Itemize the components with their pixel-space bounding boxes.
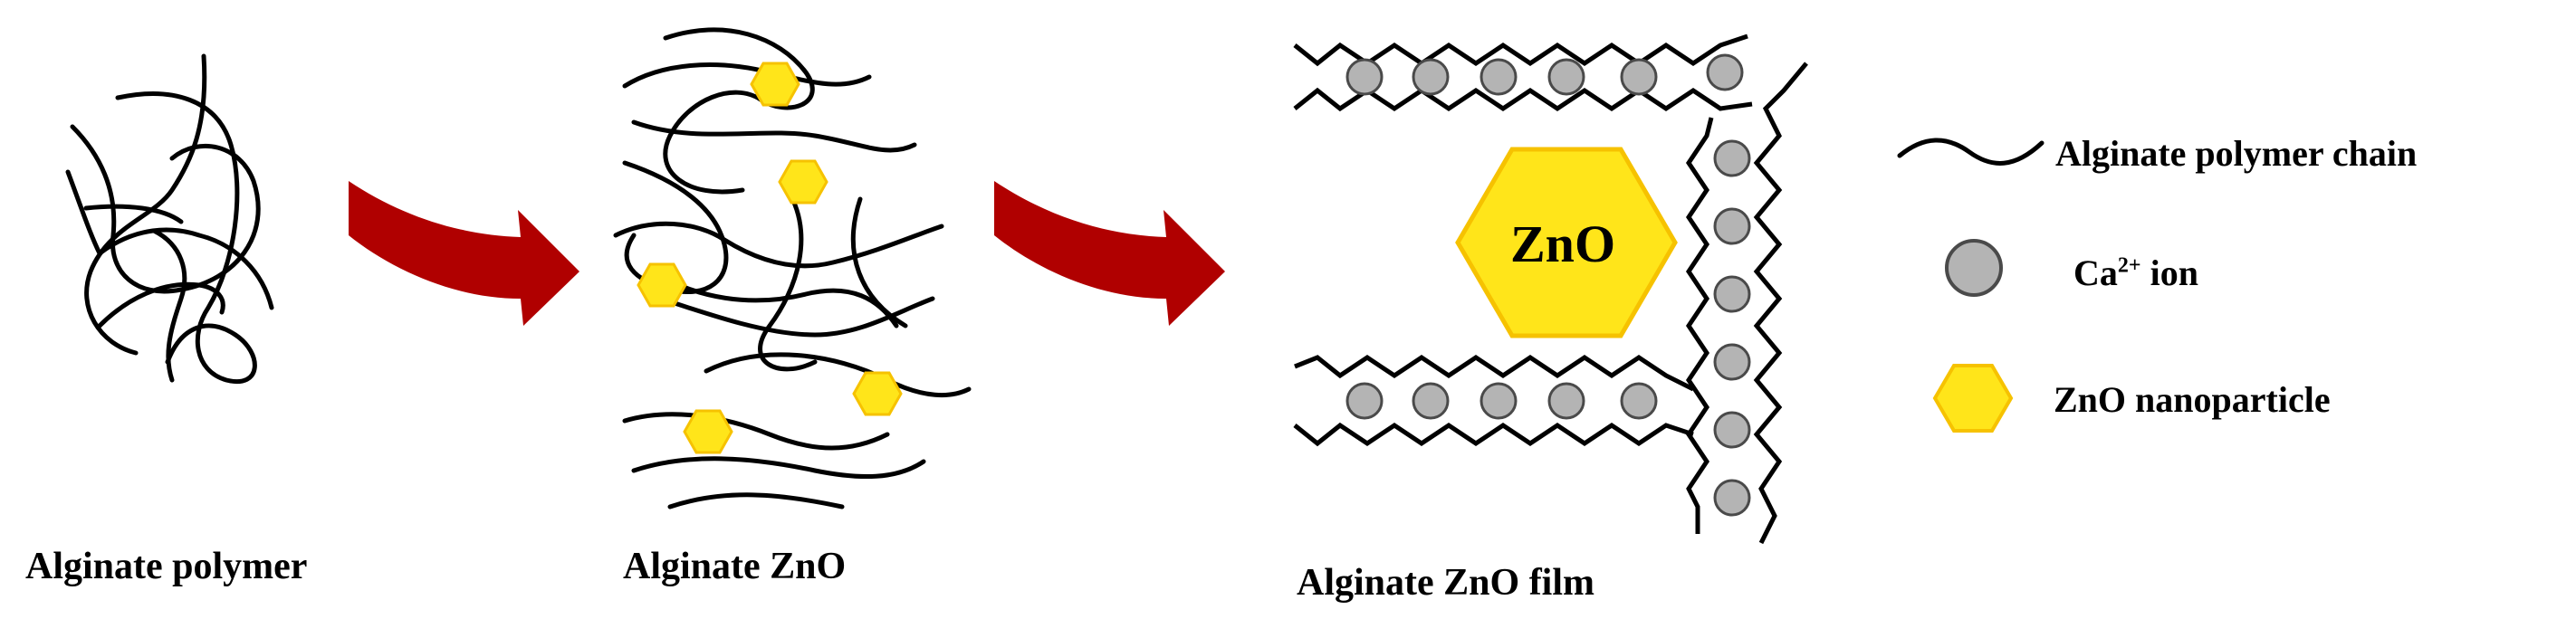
- curved-arrow-icon: [994, 181, 1225, 326]
- legend-nanoparticle-label: ZnO nanoparticle: [2054, 379, 2331, 420]
- zno-hexagon-icon: [750, 62, 800, 107]
- caption-alginate-zno-film: Alginate ZnO film: [1297, 562, 1595, 604]
- alginate-zno-tangle: [613, 27, 972, 509]
- calcium-ion-icon: [1412, 382, 1450, 420]
- wavy-chain-icon: [1685, 117, 1714, 534]
- calcium-ion-icon: [1345, 382, 1384, 420]
- legend-chain-label: Alginate polymer chain: [2055, 133, 2418, 174]
- calcium-ion-icon: [1480, 58, 1518, 96]
- calcium-ion-icon: [1713, 139, 1751, 177]
- calcium-ion-icon: [1412, 58, 1450, 96]
- wavy-chain-icon: [1753, 62, 1808, 545]
- calcium-ion-icon: [1713, 207, 1751, 245]
- ion-charge: 2+: [2117, 253, 2141, 278]
- curved-arrow-icon: [349, 181, 579, 326]
- calcium-ion-icon: [1706, 53, 1744, 91]
- zno-hexagon-icon: [852, 371, 903, 416]
- calcium-ion-icon: [1345, 58, 1384, 96]
- alginate-zno-film: [1293, 33, 1808, 545]
- calcium-ion-icon: [1547, 382, 1585, 420]
- zno-hexagon-icon: [637, 262, 687, 308]
- zno-center-label: ZnO: [1510, 214, 1616, 273]
- zno-center-hexagon: [1455, 147, 1678, 338]
- calcium-ion-icon: [1480, 382, 1518, 420]
- calcium-ion-icon: [1620, 58, 1658, 96]
- calcium-ion-icon: [1713, 275, 1751, 313]
- legend: [1897, 138, 2045, 433]
- wavy-chain-icon: [1897, 138, 2045, 166]
- zno-hexagon-icon: [683, 409, 733, 454]
- ion-suffix: ion: [2140, 252, 2198, 293]
- caption-alginate-polymer: Alginate polymer: [25, 546, 308, 587]
- calcium-ion-icon: [1713, 343, 1751, 381]
- calcium-ion-icon: [1713, 479, 1751, 517]
- calcium-ion-icon: [1620, 382, 1658, 420]
- caption-alginate-zno: Alginate ZnO: [623, 546, 847, 587]
- ion-base: Ca: [2073, 252, 2118, 293]
- wavy-chain-icon: [1293, 422, 1694, 447]
- calcium-ion-icon: [1713, 411, 1751, 449]
- zno-hexagon-icon: [778, 159, 828, 205]
- calcium-ion-icon: [1547, 58, 1585, 96]
- legend-ion-label: Ca2+ ion: [2073, 252, 2198, 294]
- zno-hexagon-icon: [1932, 364, 2014, 433]
- wavy-chain-icon: [1294, 354, 1695, 392]
- alginate-polymer-tangle: [65, 53, 274, 385]
- calcium-ion-icon: [1945, 239, 2003, 297]
- zno-nanoparticles-scattered: [637, 62, 903, 454]
